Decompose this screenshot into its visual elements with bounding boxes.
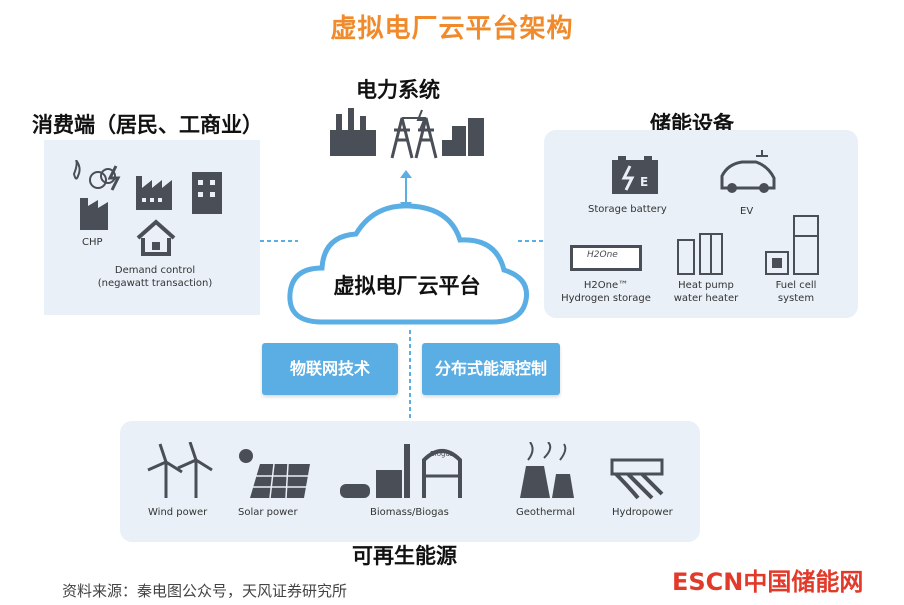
- h2one-line1: H2One™: [583, 280, 629, 291]
- industrial-factory-icon: [136, 176, 172, 210]
- demand-control-label: Demand control (negawatt transaction): [80, 264, 230, 290]
- geothermal-icon: [520, 442, 574, 498]
- ev-car-icon: [720, 150, 776, 193]
- biomass-icon: Biogas: [340, 444, 462, 498]
- storage-battery-icon: E: [612, 156, 658, 194]
- biogas-tag: Biogas: [430, 450, 454, 458]
- heat-pump-line2: water heater: [673, 293, 739, 304]
- house-icon: [136, 219, 176, 256]
- distributed-control-box: 分布式能源控制: [422, 343, 560, 395]
- source-note: 资料来源：秦电图公众号，天风证券研究所: [62, 582, 348, 600]
- ev-label: EV: [740, 206, 754, 217]
- consumer-heading: 消费端（居民、工商业）: [32, 113, 263, 137]
- virtual-power-plant-cloud: [282, 196, 534, 332]
- power-plant-icon: [330, 108, 484, 159]
- wind-turbine-icon: [147, 442, 213, 498]
- fuel-cell-label: Fuel cell system: [764, 279, 828, 305]
- chp-label: CHP: [82, 237, 103, 248]
- solar-power-label: Solar power: [238, 507, 298, 518]
- wind-power-label: Wind power: [148, 507, 208, 518]
- power-system-heading: 电力系统: [356, 78, 440, 102]
- heat-pump-label: Heat pump water heater: [664, 279, 748, 305]
- escn-watermark: ESCN中国储能网: [672, 568, 864, 596]
- hydropower-label: Hydropower: [612, 507, 673, 518]
- biomass-label: Biomass/Biogas: [370, 507, 449, 518]
- office-building-icon: [192, 172, 222, 214]
- storage-panel: [544, 130, 858, 318]
- storage-battery-label: Storage battery: [588, 204, 667, 215]
- svg-text:E: E: [640, 175, 648, 189]
- renewable-heading: 可再生能源: [352, 544, 457, 568]
- demand-control-line2: (negawatt transaction): [97, 278, 213, 289]
- fuel-cell-line1: Fuel cell: [775, 280, 817, 291]
- solar-panel-icon: [239, 449, 310, 498]
- fuel-cell-icon: [765, 215, 819, 275]
- chp-factory-icon: [72, 160, 121, 230]
- cloud-label: 虚拟电厂云平台: [333, 274, 481, 298]
- hydropower-icon: [610, 458, 664, 500]
- fuel-cell-line2: system: [777, 293, 815, 304]
- geothermal-label: Geothermal: [516, 507, 576, 518]
- h2one-unit-icon: H2One: [570, 245, 642, 271]
- heat-pump-line1: Heat pump: [678, 280, 734, 291]
- cloud-icon: [287, 203, 530, 325]
- diagram-title: 虚拟电厂云平台架构: [330, 14, 574, 44]
- heat-pump-icon: [677, 233, 723, 275]
- h2one-line2: Hydrogen storage: [561, 293, 651, 304]
- demand-control-line1: Demand control: [114, 265, 196, 276]
- h2one-label: H2One™ Hydrogen storage: [556, 279, 656, 305]
- h2one-badge: H2One: [587, 250, 618, 260]
- iot-tech-box: 物联网技术: [262, 343, 398, 395]
